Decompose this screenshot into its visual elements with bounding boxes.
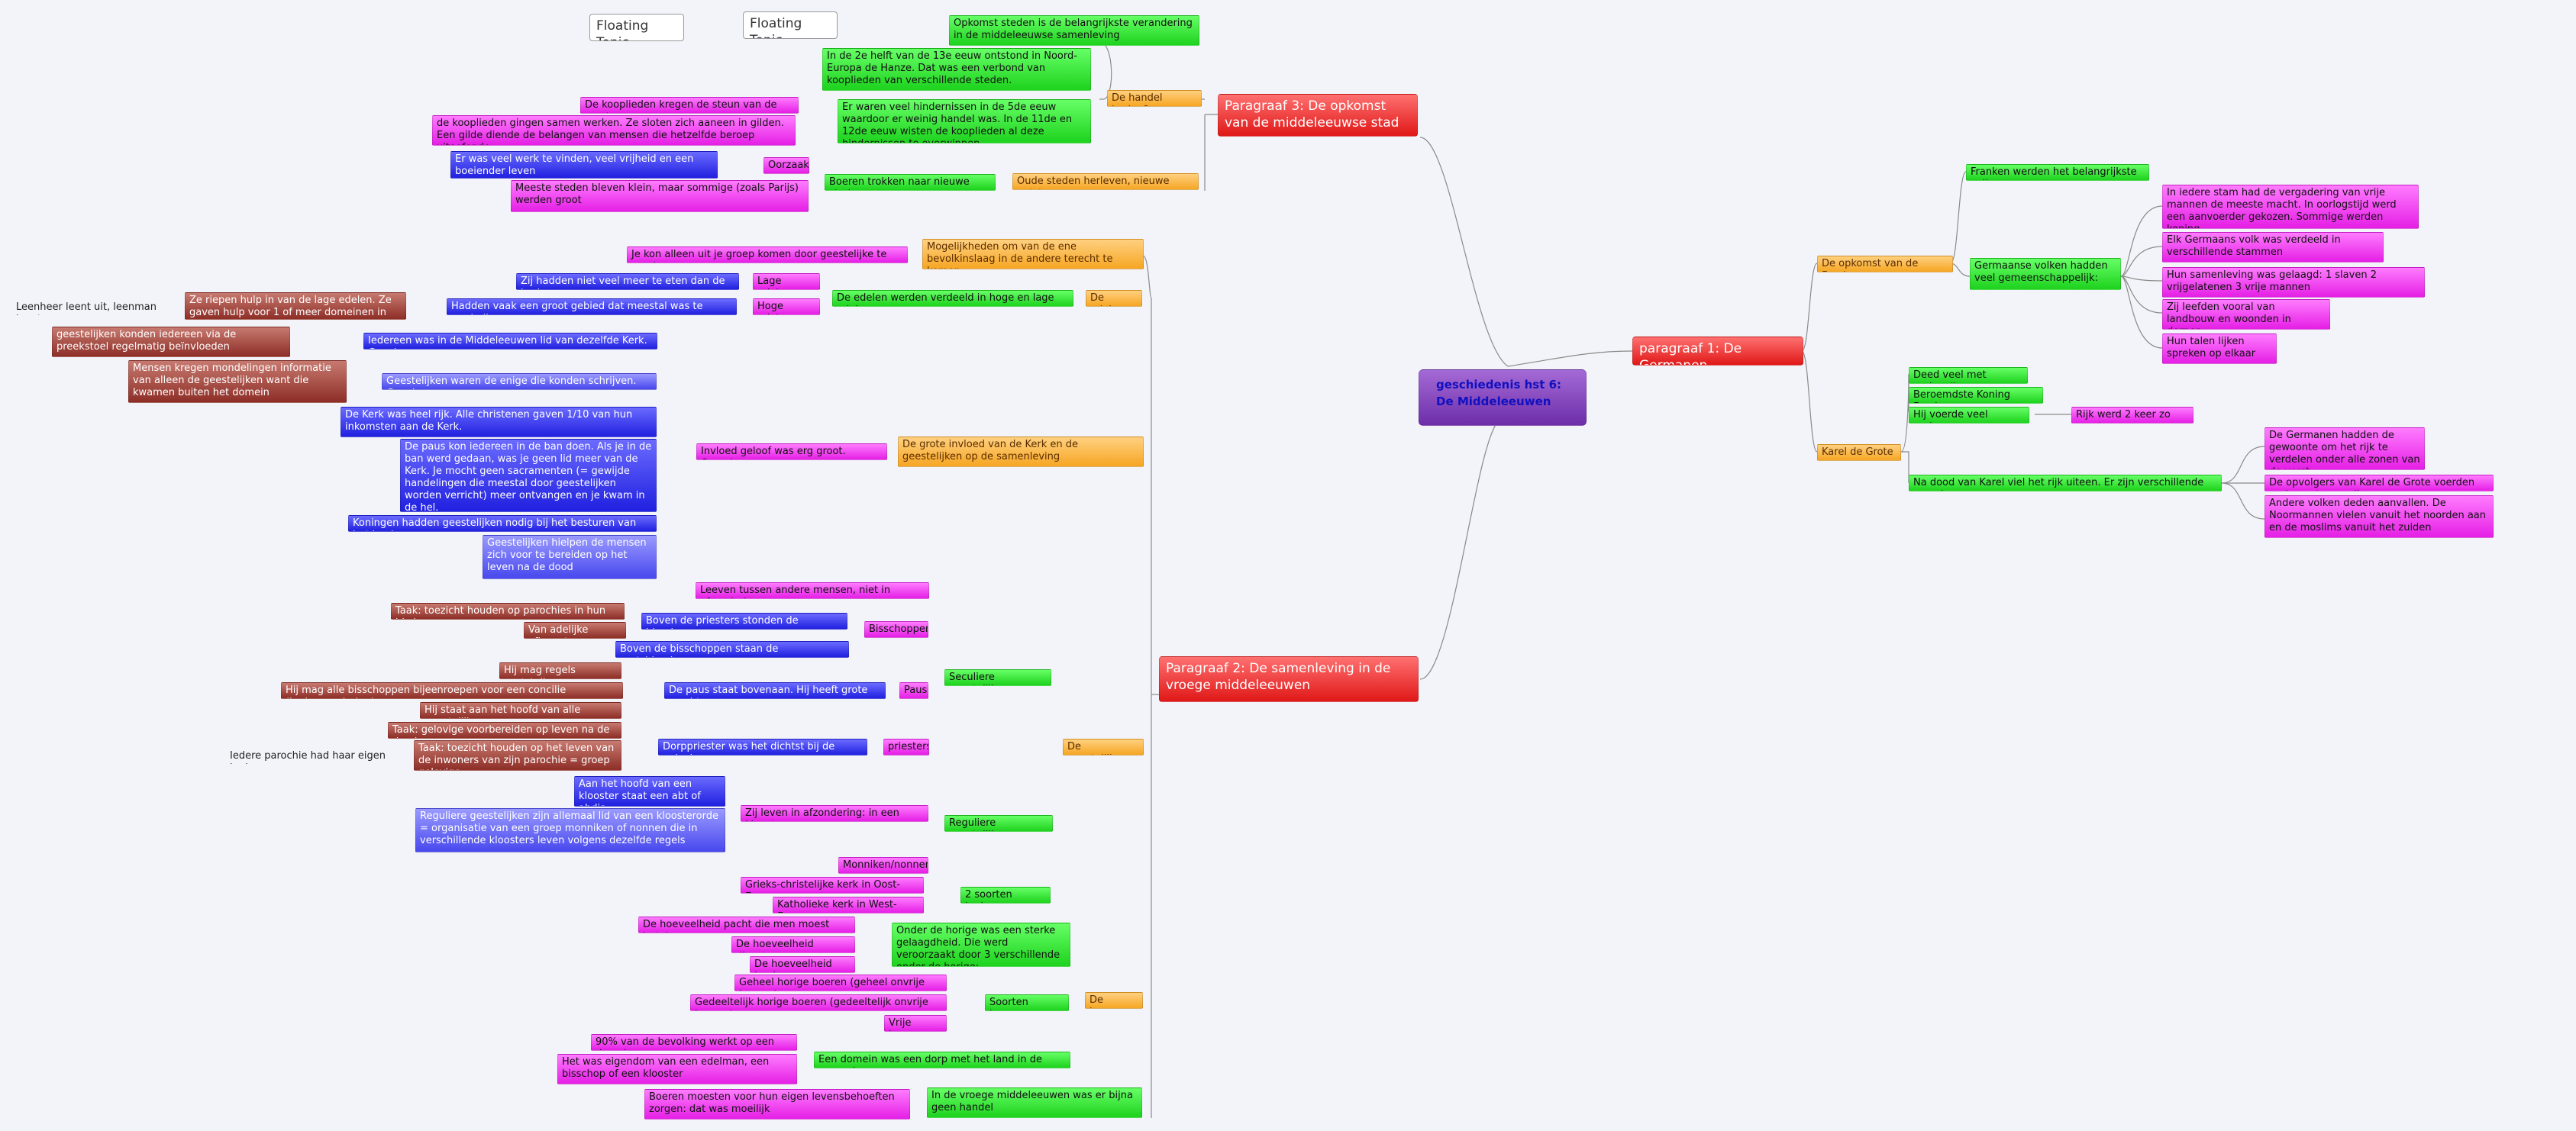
topic-pacht[interactable]: De hoeveelheid pacht die men moest betal… [638,917,855,933]
topic-soorten-kerken[interactable]: 2 soorten kerken: [960,887,1051,904]
topic-na-dood-karel[interactable]: Na dood van Karel viel het rijk uiteen. … [1909,475,2222,491]
topic-de-boeren[interactable]: De boeren [1085,992,1143,1009]
topic-veel-werk[interactable]: Er was veel werk te vinden, veel vrijhei… [450,151,718,179]
topic-iedere-parochie[interactable]: Iedere parochie had haar eigen kerk [230,750,386,764]
topic-leefden[interactable]: Leeven tussen andere mensen, niet in afz… [696,582,929,599]
topic-seculiere[interactable]: Seculiere geestelijken [944,669,1051,686]
topic-uit-groep[interactable]: Je kon alleen uit je groep komen door ge… [627,246,908,263]
topic-bisschoppen[interactable]: Bisschoppen [864,621,928,638]
topic-domein[interactable]: Een domein was een dorp met het land in … [814,1052,1070,1068]
topic-gedeeltelijk-horig[interactable]: Gedeeltelijk horige boeren (gedeeltelijk… [690,994,947,1011]
topic-monniken[interactable]: Monniken/nonnen [838,857,928,874]
floating-topic[interactable]: Floating Topic [743,11,838,39]
topic-geheel-horig[interactable]: Geheel horige boeren (geheel onvrije boe… [734,975,947,991]
topic-steun-vorsten[interactable]: De kooplieden kregen de steun van de vor… [580,97,799,114]
topic-aartsbisschoppen[interactable]: Boven de bisschoppen staan de aartsbissc… [615,641,849,658]
topic-taak-parochie[interactable]: Taak: toezicht houden op het leven van d… [414,740,621,771]
topic-opkomst-steden[interactable]: Opkomst steden is de belangrijkste veran… [949,15,1199,46]
topic-boeren-trokken[interactable]: Boeren trokken naar nieuwe steden. [825,174,996,191]
topic-koningen[interactable]: Koningen hadden geestelijken nodig bij h… [348,515,657,532]
topic-grieks[interactable]: Grieks-christelijke kerk in Oost-Europa [741,877,924,894]
topic-preekstoel[interactable]: geestelijken konden iedereen via de pree… [52,327,290,357]
topic-kerk-rijk[interactable]: De Kerk was heel rijk. Alle christenen g… [341,407,657,437]
topic-concilie[interactable]: Hij mag alle bisschoppen bijeenroepen vo… [281,682,623,699]
topic-samenleving-gelaagd[interactable]: Hun samenleving was gelaagd: 1 slaven 2 … [2162,267,2425,298]
topic-abdis[interactable]: Aan het hoofd van een klooster staat een… [574,776,725,807]
topic-talen[interactable]: Hun talen lijken spreken op elkaar [2162,334,2277,364]
topic-gilden[interactable]: de kooplieden gingen samen werken. Ze sl… [432,115,796,146]
topic-regels[interactable]: Hij mag regels vaststellen [499,662,621,679]
topic-stam-vergadering[interactable]: In iedere stam had de vergadering van vr… [2162,185,2419,229]
topic-paus-boven[interactable]: De paus staat bovenaan. Hij heeft grote … [664,682,886,699]
topic-hindernissen[interactable]: Er waren veel hindernissen in de 5de eeu… [838,99,1091,143]
topic-karel-de-grote[interactable]: Karel de Grote [1817,444,1901,461]
topic-taak-gelovige[interactable]: Taak: gelovige voorbereiden op leven na … [388,722,621,739]
topic-vroege-handel[interactable]: In de vroege middeleeuwen was er bijna g… [927,1088,1142,1118]
topic-onderwijs[interactable]: Deed veel met onderwijs [1909,367,2028,384]
topic-diensten[interactable]: De hoeveelheid diensten [731,936,855,953]
topic-mondelingen[interactable]: Mensen kregen mondelingen informatie van… [128,360,347,403]
topic-lage-edelen[interactable]: Lage edelen [753,273,820,290]
topic-eigendom[interactable]: Het was eigendom van een edelman, een bi… [557,1054,797,1084]
topic-stammen[interactable]: Elk Germaans volk was verdeeld in versch… [2162,232,2384,263]
topic-groot-gebied[interactable]: Hadden vaak een groot gebied dat meestal… [447,298,737,315]
topic-franken-volk[interactable]: Franken werden het belangrijkste volk [1966,164,2149,181]
topic-paus[interactable]: Paus [899,682,928,699]
topic-levensbehoeften[interactable]: Boeren moesten voor hun eigen levensbeho… [644,1089,910,1120]
topic-iedereen-kerk[interactable]: Iedereen was in de Middeleeuwen lid van … [363,333,657,350]
topic-opvolgers[interactable]: De opvolgers van Karel de Grote voerden … [2264,475,2494,491]
topic-hanze[interactable]: In de 2e helft van de 13e eeuw ontstond … [822,48,1091,91]
topic-vrije-boeren[interactable]: Vrije boeren [884,1015,947,1032]
topic-oorzaak[interactable]: Oorzaak: [763,157,809,174]
topic-oorlogen[interactable]: Hij voerde veel oorlogen [1909,407,2029,424]
topic-dorpspriester[interactable]: Dorppriester was het dichtst bij de gelo… [658,739,867,756]
topic-mogelijkheden[interactable]: Mogelijkheden om van de ene bevolkinslaa… [922,239,1144,269]
topic-edelen-verdeeld[interactable]: De edelen werden verdeeld in hoge en lag… [832,290,1073,307]
topic-steden-klein[interactable]: Meeste steden bleven klein, maar sommige… [511,180,809,212]
topic-hoge-edelen[interactable]: Hoge edelen [753,298,820,315]
topic-hulp-lage-edelen[interactable]: Ze riepen hulp in van de lage edelen. Ze… [185,292,406,320]
topic-kloosterorde[interactable]: Reguliere geestelijken zijn allemaal lid… [415,808,725,852]
topic-land[interactable]: De hoeveelheid land [750,956,855,973]
topic-invloed-kerk[interactable]: De grote invloed van de Kerk en de geest… [898,437,1144,467]
topic-horige-gelaagdheid[interactable]: Onder de horige was een sterke gelaagdhe… [892,923,1070,967]
topic-beroemdste-koning[interactable]: Beroemdste Koning Franken [1909,387,2043,404]
topic-adelijke-afkomst[interactable]: Van adelijke afkomst [524,622,626,639]
topic-reguliere[interactable]: Reguliere geestelijken [944,815,1053,832]
topic-oude-steden[interactable]: Oude steden herleven, nieuwe ontstaan [1012,173,1199,190]
topic-katholieke[interactable]: Katholieke kerk in West-Europa [773,897,924,914]
floating-topic[interactable]: Floating Topic [589,14,684,41]
topic-hielpen[interactable]: Geestelijken hielpen de mensen zich voor… [483,535,657,579]
topic-gewoonte-verdelen[interactable]: De Germanen hadden de gewoonte om het ri… [2264,427,2425,470]
topic-boven-priesters[interactable]: Boven de priesters stonden de bisschoppe… [641,613,847,630]
topic-bevolking-domein[interactable]: 90% van de bevolking werkt op een domein [591,1034,797,1051]
topic-invloed-geloof[interactable]: Invloed geloof was erg groot. Oorzaken: [696,443,887,460]
topic-leenheer[interactable]: Leenheer leent uit, leenman leent [16,301,157,315]
topic-taak-parochies[interactable]: Taak: toezicht houden op parochies in hu… [391,603,625,620]
topic-afzondering[interactable]: Zij leven in afzondering: in een klooste… [741,805,928,822]
topic-handel-herleeft[interactable]: De handel herleeft [1107,90,1202,107]
topic-de-adelen[interactable]: De adelen [1086,290,1142,307]
topic-paragraaf-1[interactable]: paragraaf 1: De Germanen [1632,337,1803,366]
topic-niet-veel-eten[interactable]: Zij hadden niet veel meer te eten dan de… [516,273,739,290]
topic-paragraaf-2[interactable]: Paragraaf 2: De samenleving in de vroege… [1159,656,1419,702]
topic-paragraaf-3[interactable]: Paragraaf 3: De opkomst van de middeleeu… [1218,94,1418,137]
topic-rijk-groot[interactable]: Rijk werd 2 keer zo groot [2071,407,2193,424]
topic-aanvallen[interactable]: Andere volken deden aanvallen. De Noorma… [2264,495,2494,538]
topic-ban[interactable]: De paus kon iedereen in de ban doen. Als… [400,439,657,512]
topic-de-geestelijken[interactable]: De geestelijken [1063,739,1144,756]
topic-priesters[interactable]: priesters [883,739,929,756]
central-topic[interactable]: geschiedenis hst 6: De Middeleeuwen [1419,369,1587,426]
topic-germaanse-volken[interactable]: Germaanse volken hadden veel gemeenschap… [1970,258,2121,290]
topic-soorten-boeren[interactable]: Soorten boeren: [985,994,1069,1011]
topic-opkomst-franken[interactable]: De opkomst van de Franken [1817,256,1953,272]
topic-schrijven[interactable]: Geestelijken waren de enige die konden s… [382,373,657,390]
topic-landbouw[interactable]: Zij leefden vooral van landbouw en woond… [2162,299,2330,330]
topic-hoofd-geestelijken[interactable]: Hij staat aan het hoofd van alle geestel… [420,702,621,719]
